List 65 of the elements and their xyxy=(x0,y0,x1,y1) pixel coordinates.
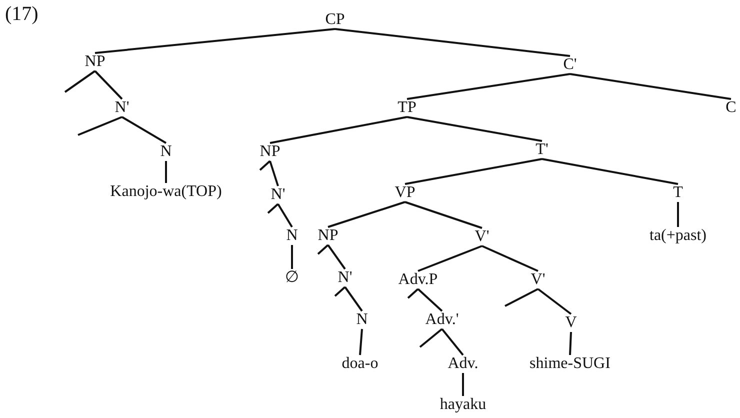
tree-branch xyxy=(259,160,271,171)
tree-branch xyxy=(64,70,96,93)
tree-node-label: shime-SUGI xyxy=(530,356,610,372)
tree-branch xyxy=(417,288,443,312)
tree-branch xyxy=(404,158,542,185)
tree-node-label: CP xyxy=(325,12,345,28)
tree-branch xyxy=(291,245,293,269)
tree-branch xyxy=(504,288,538,307)
tree-branch xyxy=(121,116,167,144)
tree-node-label: ∅ xyxy=(285,270,299,286)
tree-node-label: NP xyxy=(260,144,280,160)
tree-node-label: Adv.P xyxy=(398,272,438,288)
tree-node-label: doa-o xyxy=(342,356,378,372)
tree-node-label: C xyxy=(726,100,736,116)
tree-branch xyxy=(441,328,464,356)
tree-branch xyxy=(462,373,464,396)
tree-node-label: VP xyxy=(394,185,416,201)
tree-branch xyxy=(407,288,419,299)
tree-branch xyxy=(570,73,732,100)
example-number: (17) xyxy=(5,4,38,24)
tree-node-label: TP xyxy=(398,100,416,116)
tree-branch xyxy=(270,116,408,144)
tree-node-label: V' xyxy=(474,229,490,245)
tree-node-label: T' xyxy=(536,142,548,158)
tree-branch xyxy=(94,70,123,100)
tree-node-label: V xyxy=(565,315,577,331)
tree-branch xyxy=(328,201,406,228)
tree-branch xyxy=(418,245,482,272)
tree-branch xyxy=(482,245,538,272)
tree-branch xyxy=(94,28,336,54)
tree-node-label: Adv.' xyxy=(425,312,459,328)
tree-node-label: C' xyxy=(563,57,577,73)
tree-branch xyxy=(537,288,572,315)
tree-node-label: Kanojo-wa(TOP) xyxy=(110,184,222,200)
tree-node-label: N xyxy=(356,312,368,328)
tree-branch xyxy=(334,28,570,57)
tree-branch xyxy=(269,160,279,186)
tree-branch xyxy=(677,202,679,227)
tree-branch xyxy=(404,201,482,229)
tree-node-label: N' xyxy=(270,187,286,203)
tree-node-label: N xyxy=(286,228,298,244)
tree-branch xyxy=(542,158,678,185)
tree-branch xyxy=(419,328,443,348)
tree-branch xyxy=(317,244,329,255)
tree-node-label: hayaku xyxy=(440,397,486,413)
tree-branch xyxy=(165,161,167,183)
tree-branch xyxy=(277,203,293,228)
tree-node-label: T xyxy=(673,185,683,201)
tree-node-label: Adv. xyxy=(448,356,478,372)
tree-branch xyxy=(327,244,346,270)
tree-branch xyxy=(78,116,122,136)
tree-branch xyxy=(359,328,363,356)
tree-node-label: N' xyxy=(338,270,352,286)
tree-branch xyxy=(334,286,346,297)
tree-branch xyxy=(344,286,363,312)
tree-branch xyxy=(406,73,570,100)
tree-node-label: V' xyxy=(530,272,546,288)
tree-node-label: NP xyxy=(318,228,338,244)
tree-node-label: N' xyxy=(114,100,130,116)
tree-branch xyxy=(569,332,572,356)
tree-branch xyxy=(406,116,542,142)
tree-node-label: N xyxy=(160,144,172,160)
tree-node-label: NP xyxy=(84,54,106,70)
tree-branch xyxy=(267,203,279,214)
tree-node-label: ta(+past) xyxy=(650,228,706,244)
